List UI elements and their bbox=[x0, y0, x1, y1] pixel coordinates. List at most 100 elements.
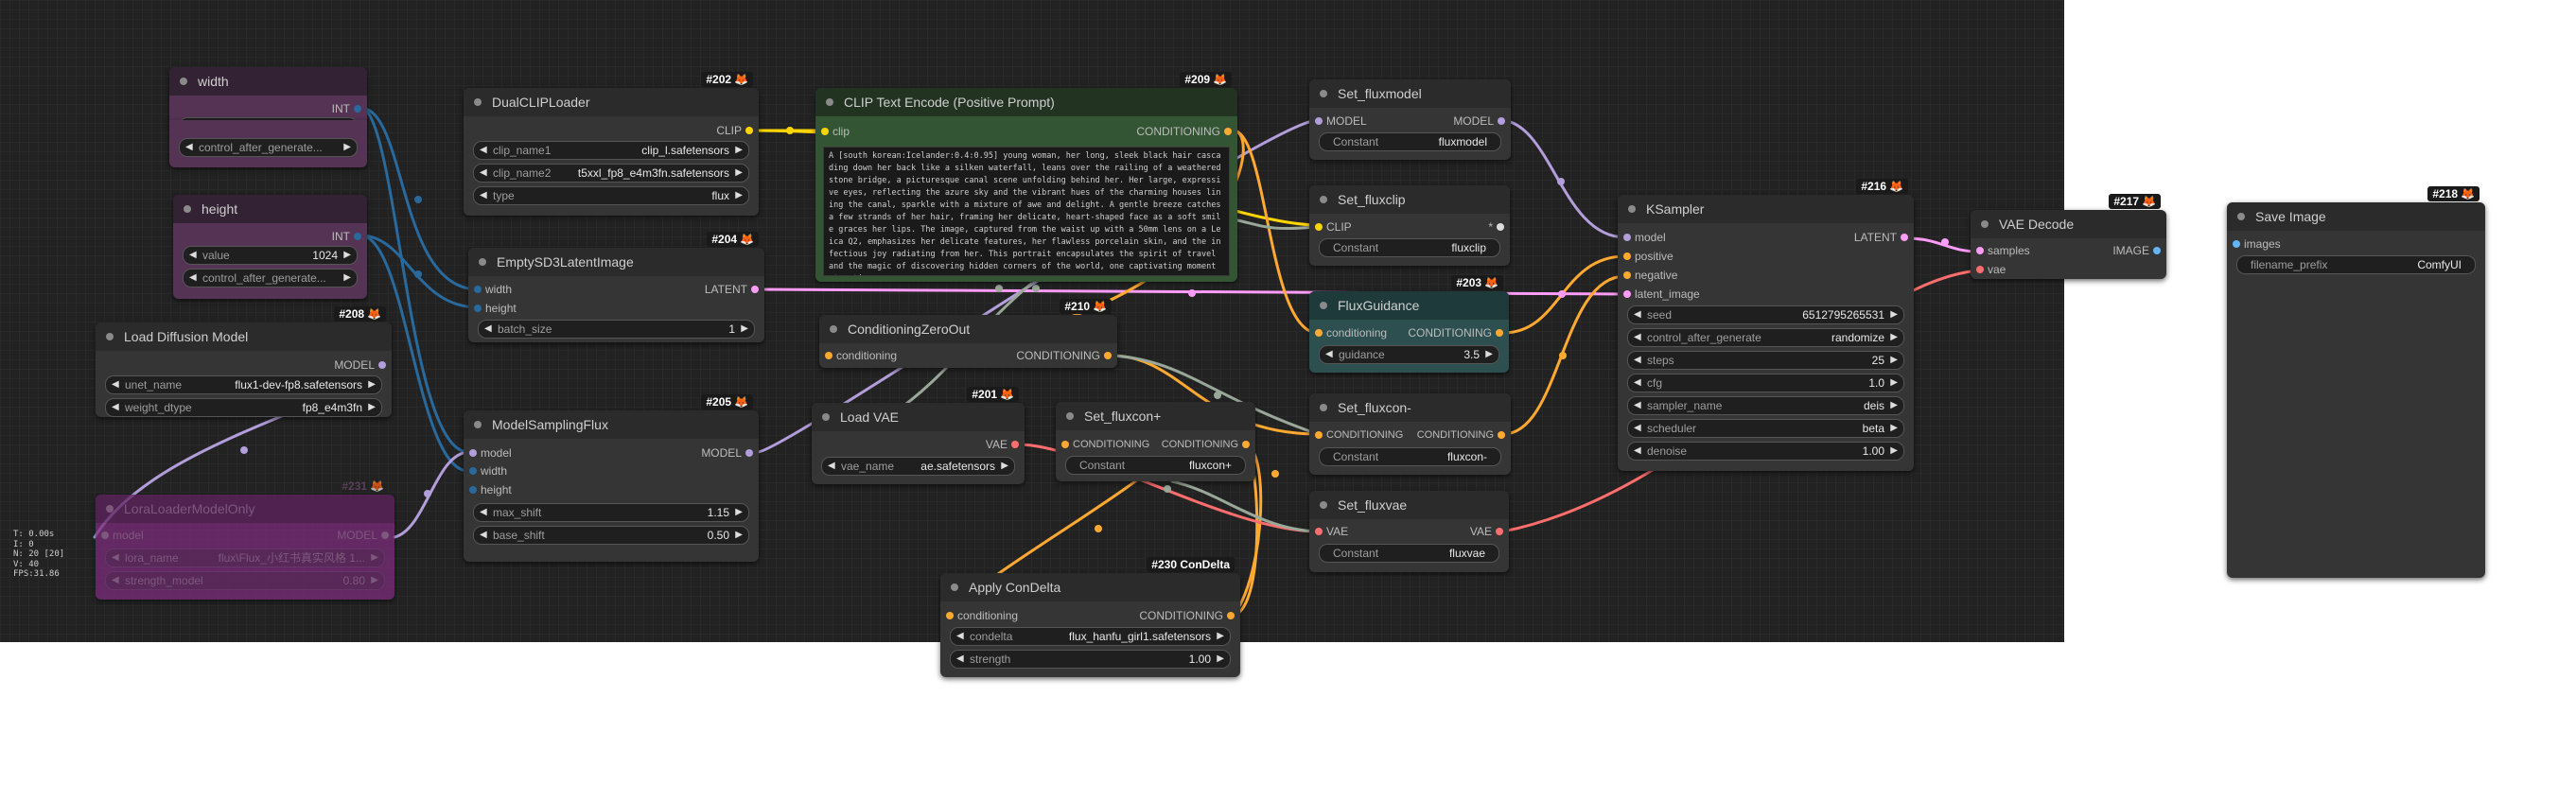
input-conditioning[interactable]: conditioning bbox=[940, 608, 1018, 623]
output-model[interactable]: MODEL bbox=[701, 445, 759, 461]
node-width[interactable]: width INT ◀value768▶ bbox=[169, 67, 367, 136]
node-title[interactable]: LoraLoaderModelOnly bbox=[96, 495, 394, 523]
input-model[interactable]: model bbox=[96, 528, 144, 543]
node-title[interactable]: CLIP Text Encode (Positive Prompt) bbox=[815, 88, 1237, 116]
node-title[interactable]: Apply ConDelta bbox=[940, 573, 1240, 601]
node-title[interactable]: Set_fluxmodel bbox=[1309, 79, 1511, 108]
output-conditioning[interactable]: CONDITIONING bbox=[1139, 608, 1240, 623]
prompt-textarea[interactable]: A [south korean:Icelander:0.4:0.95] youn… bbox=[823, 147, 1230, 276]
input-conditioning[interactable]: CONDITIONING bbox=[1309, 427, 1403, 443]
node-title[interactable]: VAE Decode bbox=[1971, 210, 2166, 238]
node-title[interactable]: EmptySD3LatentImage bbox=[468, 248, 764, 276]
output-conditioning[interactable]: CONDITIONING bbox=[1016, 348, 1117, 363]
node-ksampler[interactable]: #216🦊 KSampler model LATENT positive neg… bbox=[1618, 179, 1914, 471]
input-conditioning[interactable]: conditioning bbox=[1309, 325, 1387, 340]
input-vae[interactable]: vae bbox=[1971, 262, 2006, 277]
node-conditioning-zero-out[interactable]: #210🦊 ConditioningZeroOut conditioning C… bbox=[819, 299, 1117, 368]
node-title[interactable]: Set_fluxcon+ bbox=[1056, 402, 1255, 430]
output-conditioning[interactable]: CONDITIONING bbox=[1136, 124, 1237, 139]
input-width[interactable]: width bbox=[464, 463, 507, 479]
output-latent[interactable]: LATENT bbox=[705, 282, 764, 297]
node-title[interactable]: DualCLIPLoader bbox=[464, 88, 759, 116]
input-model[interactable]: MODEL bbox=[1309, 113, 1367, 129]
output-model[interactable]: MODEL bbox=[334, 357, 392, 373]
output-conditioning[interactable]: CONDITIONING bbox=[1162, 437, 1255, 452]
input-samples[interactable]: samples bbox=[1971, 243, 2030, 258]
input-clip[interactable]: clip bbox=[815, 124, 850, 139]
node-flux-guidance[interactable]: #203🦊 FluxGuidance conditioning CONDITIO… bbox=[1309, 275, 1509, 373]
node-title[interactable]: Save Image bbox=[2227, 202, 2485, 231]
node-empty-sd3-latent-image[interactable]: #204🦊 EmptySD3LatentImage width LATENT h… bbox=[468, 232, 764, 342]
output-clip[interactable]: CLIP bbox=[716, 123, 759, 138]
node-title[interactable]: ConditioningZeroOut bbox=[819, 315, 1117, 343]
input-height[interactable]: height bbox=[468, 301, 517, 316]
output-conditioning[interactable]: CONDITIONING bbox=[1417, 427, 1511, 443]
node-title[interactable]: Load VAE bbox=[812, 403, 1025, 431]
input-vae[interactable]: VAE bbox=[1309, 524, 1348, 539]
output-int[interactable]: INT bbox=[332, 101, 367, 116]
output-model[interactable]: MODEL bbox=[337, 528, 394, 543]
input-negative[interactable]: negative bbox=[1618, 268, 1677, 283]
output-latent[interactable]: LATENT bbox=[1854, 230, 1914, 245]
node-title[interactable]: FluxGuidance bbox=[1309, 291, 1509, 320]
input-height[interactable]: height bbox=[464, 482, 512, 497]
input-width[interactable]: width bbox=[468, 282, 512, 297]
output-any[interactable]: * bbox=[1488, 219, 1510, 235]
control-after-generate-select[interactable]: ◀control_after_generate...▶ bbox=[183, 269, 358, 287]
input-model[interactable]: model bbox=[464, 445, 512, 461]
node-title[interactable]: width bbox=[169, 67, 367, 96]
input-positive[interactable]: positive bbox=[1618, 249, 1674, 264]
node-title[interactable]: height bbox=[173, 195, 367, 223]
node-clip-text-encode-positive[interactable]: #209🦊 CLIP Text Encode (Positive Prompt)… bbox=[815, 72, 1237, 282]
output-image[interactable]: IMAGE bbox=[2112, 243, 2166, 258]
node-title[interactable]: Set_fluxvae bbox=[1309, 491, 1509, 519]
node-title[interactable]: KSampler bbox=[1618, 195, 1914, 223]
node-load-diffusion-model[interactable]: #208🦊 Load Diffusion Model MODEL ◀unet_n… bbox=[96, 306, 392, 417]
node-set-fluxcon-minus[interactable]: Set_fluxcon- CONDITIONING CONDITIONING C… bbox=[1309, 393, 1511, 475]
node-set-fluxcon-plus[interactable]: Set_fluxcon+ CONDITIONING CONDITIONING C… bbox=[1056, 402, 1255, 481]
output-vae[interactable]: VAE bbox=[1470, 524, 1509, 539]
node-title[interactable]: Set_fluxclip bbox=[1309, 185, 1510, 214]
input-latent-image[interactable]: latent_image bbox=[1618, 287, 1700, 302]
node-apply-condelta[interactable]: #230 ConDelta Apply ConDelta conditionin… bbox=[940, 557, 1240, 677]
output-conditioning[interactable]: CONDITIONING bbox=[1408, 325, 1509, 340]
node-lora-loader-bypassed[interactable]: #231🦊 LoraLoaderModelOnly model MODEL ◀l… bbox=[96, 479, 394, 600]
output-int[interactable]: INT bbox=[332, 229, 367, 244]
input-conditioning[interactable]: conditioning bbox=[819, 348, 897, 363]
node-model-sampling-flux[interactable]: #205🦊 ModelSamplingFlux model MODEL widt… bbox=[464, 394, 759, 562]
